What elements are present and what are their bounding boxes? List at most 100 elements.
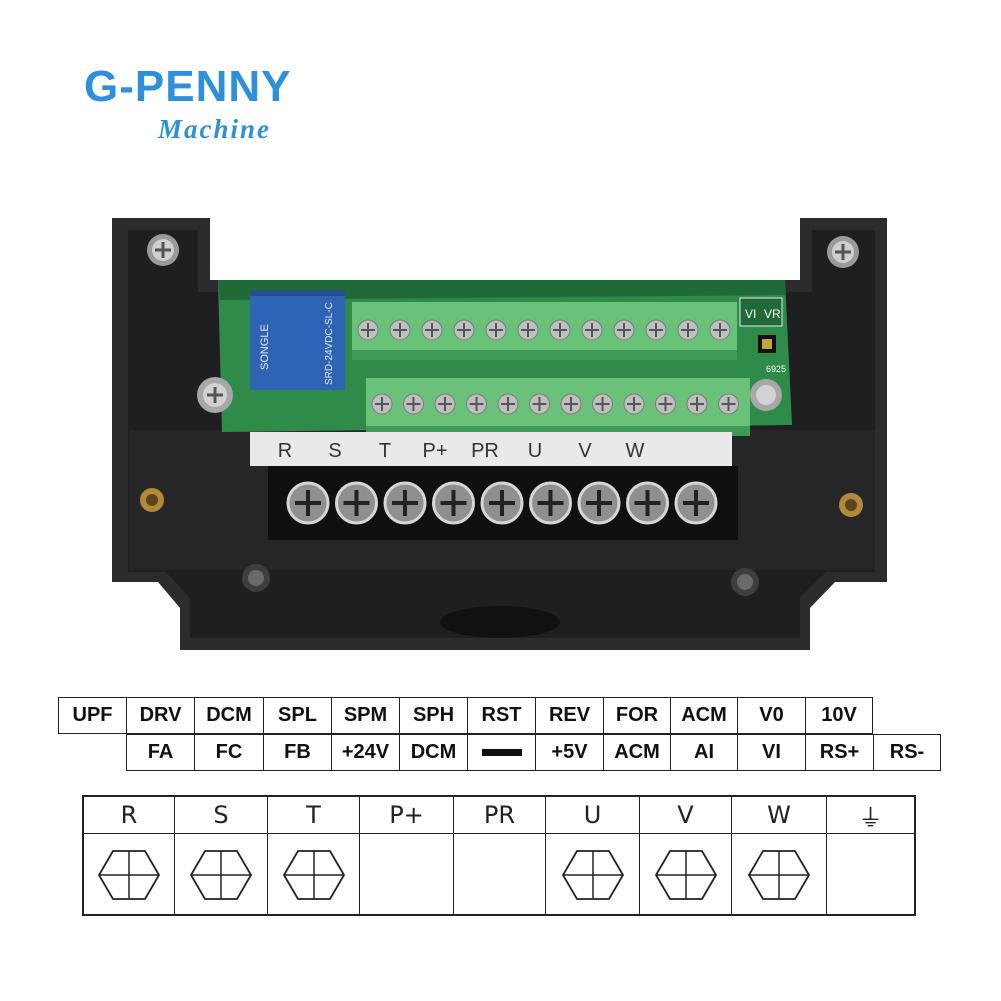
power-terminal-label: R (84, 797, 174, 834)
control-terminal-bottom-4: +24V (331, 734, 400, 771)
control-terminal-bottom-9: AI (670, 734, 738, 771)
board-power-label: R (278, 440, 292, 462)
board-power-label: V (578, 440, 592, 462)
screw-slot (489, 323, 503, 337)
ground-symbol-label: ⏚ (827, 797, 914, 834)
control-terminal-top-10: ACM (670, 697, 738, 734)
relay-model-label: SRD-24VDC-SL-C (324, 302, 335, 385)
control-terminal-bottom-2: FC (194, 734, 264, 771)
terminal-screw-icon (747, 850, 811, 900)
power-terminal-column-2: S (175, 797, 268, 914)
screw-slot (617, 323, 631, 337)
terminal-screw-icon (654, 850, 717, 900)
screw-slot (425, 323, 439, 337)
screw-slot (469, 397, 484, 411)
board-code-label: 6925 (766, 364, 786, 374)
power-terminal-label: S (175, 797, 267, 834)
screw-slot (649, 323, 663, 337)
screw-slot (295, 490, 321, 516)
logo-sub-text: Machine (158, 114, 272, 144)
control-terminal-bottom-7: +5V (535, 734, 604, 771)
control-terminal-bottom-8: ACM (603, 734, 671, 771)
power-terminal-column-3: T (268, 797, 360, 914)
control-terminal-bottom-10: VI (737, 734, 806, 771)
corner-screw-right (827, 236, 859, 268)
power-terminal-label: PR (454, 797, 545, 834)
power-terminal-label: V (640, 797, 731, 834)
screw-slot (375, 397, 389, 411)
board-power-label: W (626, 440, 645, 462)
control-terminal-top-11: V0 (737, 697, 806, 734)
screw-slot (553, 323, 567, 337)
control-terminal-top-12: 10V (805, 697, 873, 734)
screw-slot (658, 397, 673, 411)
board-power-label: PR (471, 440, 499, 462)
control-terminal-bottom-3: FB (263, 734, 332, 771)
jumper-label-vr: VR (764, 307, 781, 321)
power-terminal-column-9: ⏚ (827, 797, 914, 914)
control-terminal-bottom-1: FA (126, 734, 195, 771)
screw-slot (690, 397, 704, 411)
screw-slot (438, 397, 452, 411)
control-terminal-top-9: FOR (603, 697, 671, 734)
screw-slot (532, 397, 547, 411)
terminal-screw-icon (97, 850, 161, 900)
power-terminal-column-4: P+ (360, 797, 454, 914)
power-terminal-label: T (268, 797, 359, 834)
screw-slot (634, 490, 661, 516)
logo-brand-text: G-PENNY (84, 62, 292, 111)
control-terminal-top-4: SPL (263, 697, 332, 734)
screw-slot (501, 397, 515, 411)
terminal-screw-icon (282, 850, 345, 900)
screw-slot (440, 490, 467, 516)
brand-logo: G-PENNY Machine (84, 62, 344, 152)
screw-slot (392, 490, 418, 516)
power-terminal-column-1: R (84, 797, 175, 914)
screw-slot (586, 490, 612, 516)
board-power-label: T (379, 440, 391, 462)
board-power-label: S (328, 440, 341, 462)
control-terminal-top-2: DRV (126, 697, 195, 734)
minus-symbol (481, 749, 522, 756)
screw-slot (361, 323, 375, 337)
board-power-label: U (528, 440, 542, 462)
control-terminal-top-1: UPF (58, 697, 127, 734)
inverter-terminal-photo: SONGLE SRD-24VDC-SL-C VI VR 6925 R S T P+ PR… (112, 218, 887, 650)
screw-slot (489, 490, 515, 516)
power-terminal-label: U (546, 797, 639, 834)
relay-brand-label: SONGLE (259, 324, 271, 370)
terminal-screw-icon (561, 850, 624, 900)
screw-slot (627, 397, 641, 411)
control-terminal-top-5: SPM (331, 697, 400, 734)
screw-slot (564, 397, 578, 411)
screw-slot (537, 490, 564, 516)
control-terminal-bottom-5: DCM (399, 734, 468, 771)
screw-slot (406, 397, 421, 411)
control-terminal-top-8: REV (535, 697, 604, 734)
screw-slot (713, 323, 727, 337)
board-power-label: P+ (422, 440, 447, 462)
screw-slot (393, 323, 407, 337)
power-terminal-column-7: V (640, 797, 732, 914)
screw-slot (521, 323, 535, 337)
screw-slot (585, 323, 599, 337)
control-terminal-top-3: DCM (194, 697, 264, 734)
corner-screw-left (147, 234, 179, 266)
terminal-screw-icon (189, 850, 253, 900)
power-terminal-label: W (732, 797, 826, 834)
control-terminal-top-6: SPH (399, 697, 468, 734)
power-terminal-label: P+ (360, 797, 453, 834)
jumper-label-vi: VI (745, 307, 756, 321)
control-terminal-top-7: RST (467, 697, 536, 734)
power-terminal-column-5: PR (454, 797, 546, 914)
power-terminal-column-8: W (732, 797, 827, 914)
control-terminal-bottom-6 (467, 734, 536, 771)
screw-slot (343, 490, 370, 516)
screw-slot (595, 397, 610, 411)
screw-slot (721, 397, 736, 411)
control-terminal-bottom-12: RS- (873, 734, 941, 771)
control-terminal-bottom-11: RS+ (805, 734, 874, 771)
screw-slot (457, 323, 471, 337)
screw-slot (683, 490, 709, 516)
